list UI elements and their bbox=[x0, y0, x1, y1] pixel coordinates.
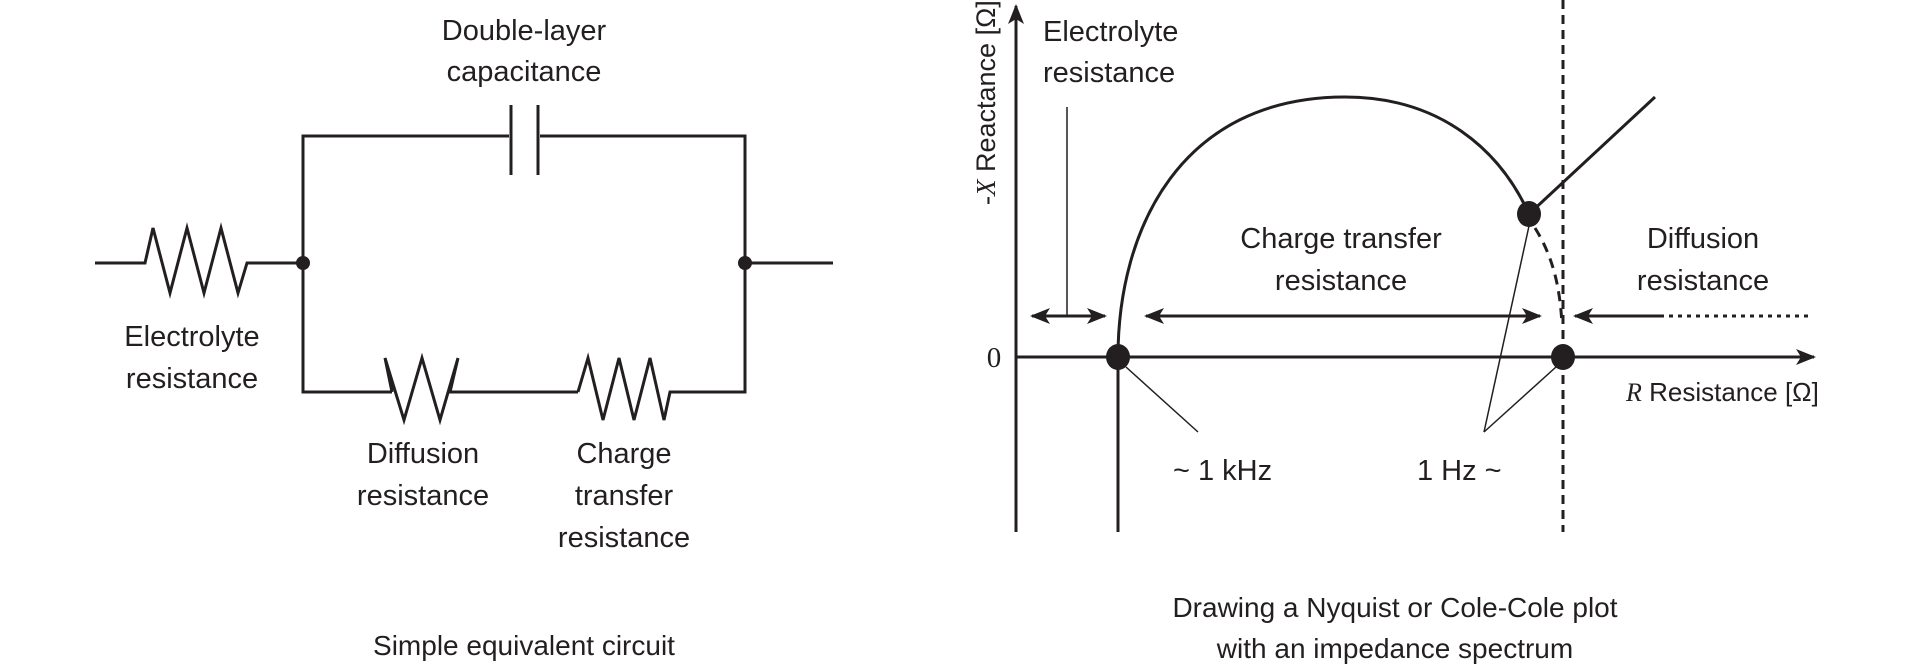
charge-transfer-resistor bbox=[576, 263, 747, 421]
diffusion-resistor bbox=[383, 352, 578, 426]
diffusion-resistor-label-line2: resistance bbox=[357, 480, 489, 512]
x-axis-title: R Resistance [Ω] bbox=[1625, 377, 1819, 407]
top-branch-wire-left bbox=[301, 134, 509, 263]
nyquist-plot: -X Reactance [Ω] 0 R Resistance [Ω] Elec… bbox=[971, 0, 1819, 664]
high-frequency-leader-line bbox=[1125, 366, 1199, 433]
electrolyte-resistor bbox=[95, 222, 303, 299]
charge-transfer-region-label-line2: resistance bbox=[1275, 265, 1407, 297]
diffusion-warburg-line bbox=[1527, 95, 1657, 216]
low-frequency-leader-line-to-knee bbox=[1483, 225, 1530, 433]
charge-transfer-semicircle bbox=[1116, 95, 1531, 358]
charge-transfer-label-line2: transfer bbox=[575, 480, 674, 512]
high-frequency-label: ~ 1 kHz bbox=[1173, 455, 1272, 487]
top-branch-wire-right bbox=[540, 134, 747, 263]
charge-transfer-label-line1: Charge bbox=[576, 438, 671, 470]
electrolyte-resistor-label-line2: resistance bbox=[126, 363, 258, 395]
low-frequency-leader-line-to-intercept bbox=[1483, 366, 1557, 433]
bottom-branch-wire bbox=[301, 263, 392, 394]
circuit-caption: Simple equivalent circuit bbox=[373, 630, 675, 661]
charge-transfer-label-line3: resistance bbox=[558, 522, 690, 554]
low-frequency-label: 1 Hz ~ bbox=[1417, 455, 1502, 487]
capacitor-label-line1: Double-layer bbox=[442, 15, 607, 47]
diffusion-resistor-label-line1: Diffusion bbox=[367, 438, 479, 470]
nyquist-caption-line2: with an impedance spectrum bbox=[1216, 633, 1573, 664]
high-frequency-point bbox=[1106, 344, 1130, 370]
electrolyte-resistor-label-line1: Electrolyte bbox=[124, 321, 259, 353]
y-axis-title: -X Reactance [Ω] bbox=[971, 0, 1001, 205]
semicircle-extrapolation bbox=[1533, 227, 1564, 326]
electrolyte-region-label-line1: Electrolyte bbox=[1043, 16, 1178, 48]
nyquist-caption-line1: Drawing a Nyquist or Cole-Cole plot bbox=[1172, 592, 1617, 623]
capacitor-label-line2: capacitance bbox=[447, 56, 602, 88]
charge-transfer-region-label-line1: Charge transfer bbox=[1240, 223, 1442, 255]
origin-label: 0 bbox=[987, 342, 1002, 374]
equivalent-circuit: Double-layer capacitance Electrolyte res… bbox=[95, 15, 833, 661]
low-frequency-intercept-point bbox=[1551, 344, 1575, 370]
knee-point bbox=[1517, 201, 1541, 227]
diffusion-region-label-line2: resistance bbox=[1637, 265, 1769, 297]
electrolyte-region-label-line2: resistance bbox=[1043, 57, 1175, 89]
diffusion-region-label-line1: Diffusion bbox=[1647, 223, 1759, 255]
